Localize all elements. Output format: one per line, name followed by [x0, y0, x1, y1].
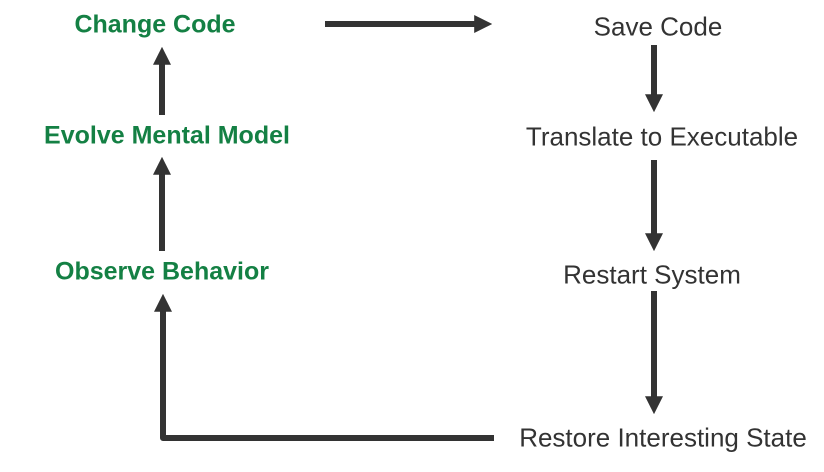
node-change-code: Change Code [74, 10, 236, 39]
node-restore-interesting-state: Restore Interesting State [519, 422, 807, 453]
node-observe-behavior: Observe Behavior [55, 257, 269, 286]
arrow-restore-to-observe [154, 293, 494, 441]
node-translate-to-executable: Translate to Executable [525, 121, 799, 152]
node-restart-system: Restart System [563, 259, 741, 290]
node-evolve-mental-model: Evolve Mental Model [44, 121, 290, 150]
node-save-code: Save Code [593, 11, 723, 42]
